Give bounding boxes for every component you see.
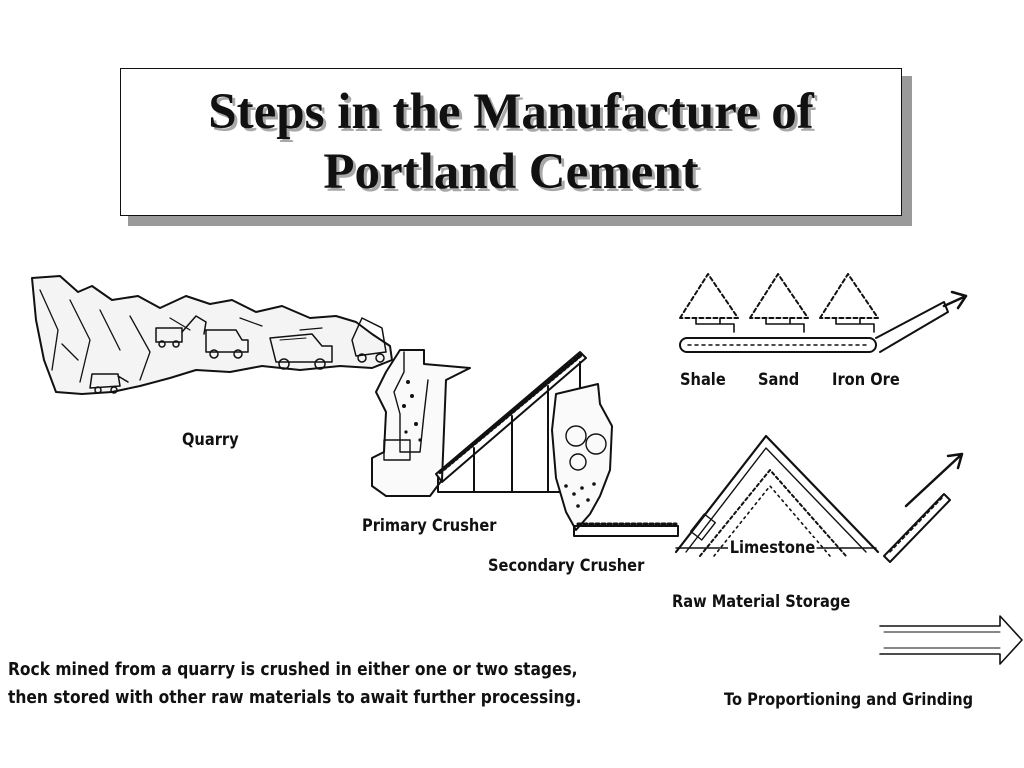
stockpile-icon [680, 274, 738, 332]
label-shale: Shale [680, 370, 726, 390]
label-quarry: Quarry [182, 430, 239, 450]
label-raw-material-storage: Raw Material Storage [672, 592, 850, 612]
to-grinding-arrow-icon [880, 616, 1022, 664]
conveyor-icon [574, 524, 678, 536]
arrow-icon [906, 454, 962, 506]
caption: Rock mined from a quarry is crushed in e… [8, 656, 582, 712]
stockpile-icon [750, 274, 808, 332]
label-to-proportioning: To Proportioning and Grinding [724, 690, 973, 710]
conveyor-icon [680, 302, 948, 352]
label-iron-ore: Iron Ore [832, 370, 900, 390]
label-primary-crusher: Primary Crusher [362, 516, 496, 536]
primary-crusher-illustration [372, 350, 470, 496]
limestone-storage-illustration [676, 436, 962, 562]
raw-material-piles [680, 274, 966, 352]
label-limestone: Limestone [728, 538, 817, 558]
secondary-crusher-illustration [552, 384, 612, 530]
caption-line-2: then stored with other raw materials to … [8, 684, 582, 712]
caption-line-1: Rock mined from a quarry is crushed in e… [8, 656, 582, 684]
quarry-illustration [32, 276, 392, 394]
arrow-icon [944, 292, 966, 308]
stockpile-icon [820, 274, 878, 332]
label-sand: Sand [758, 370, 799, 390]
label-secondary-crusher: Secondary Crusher [488, 556, 644, 576]
